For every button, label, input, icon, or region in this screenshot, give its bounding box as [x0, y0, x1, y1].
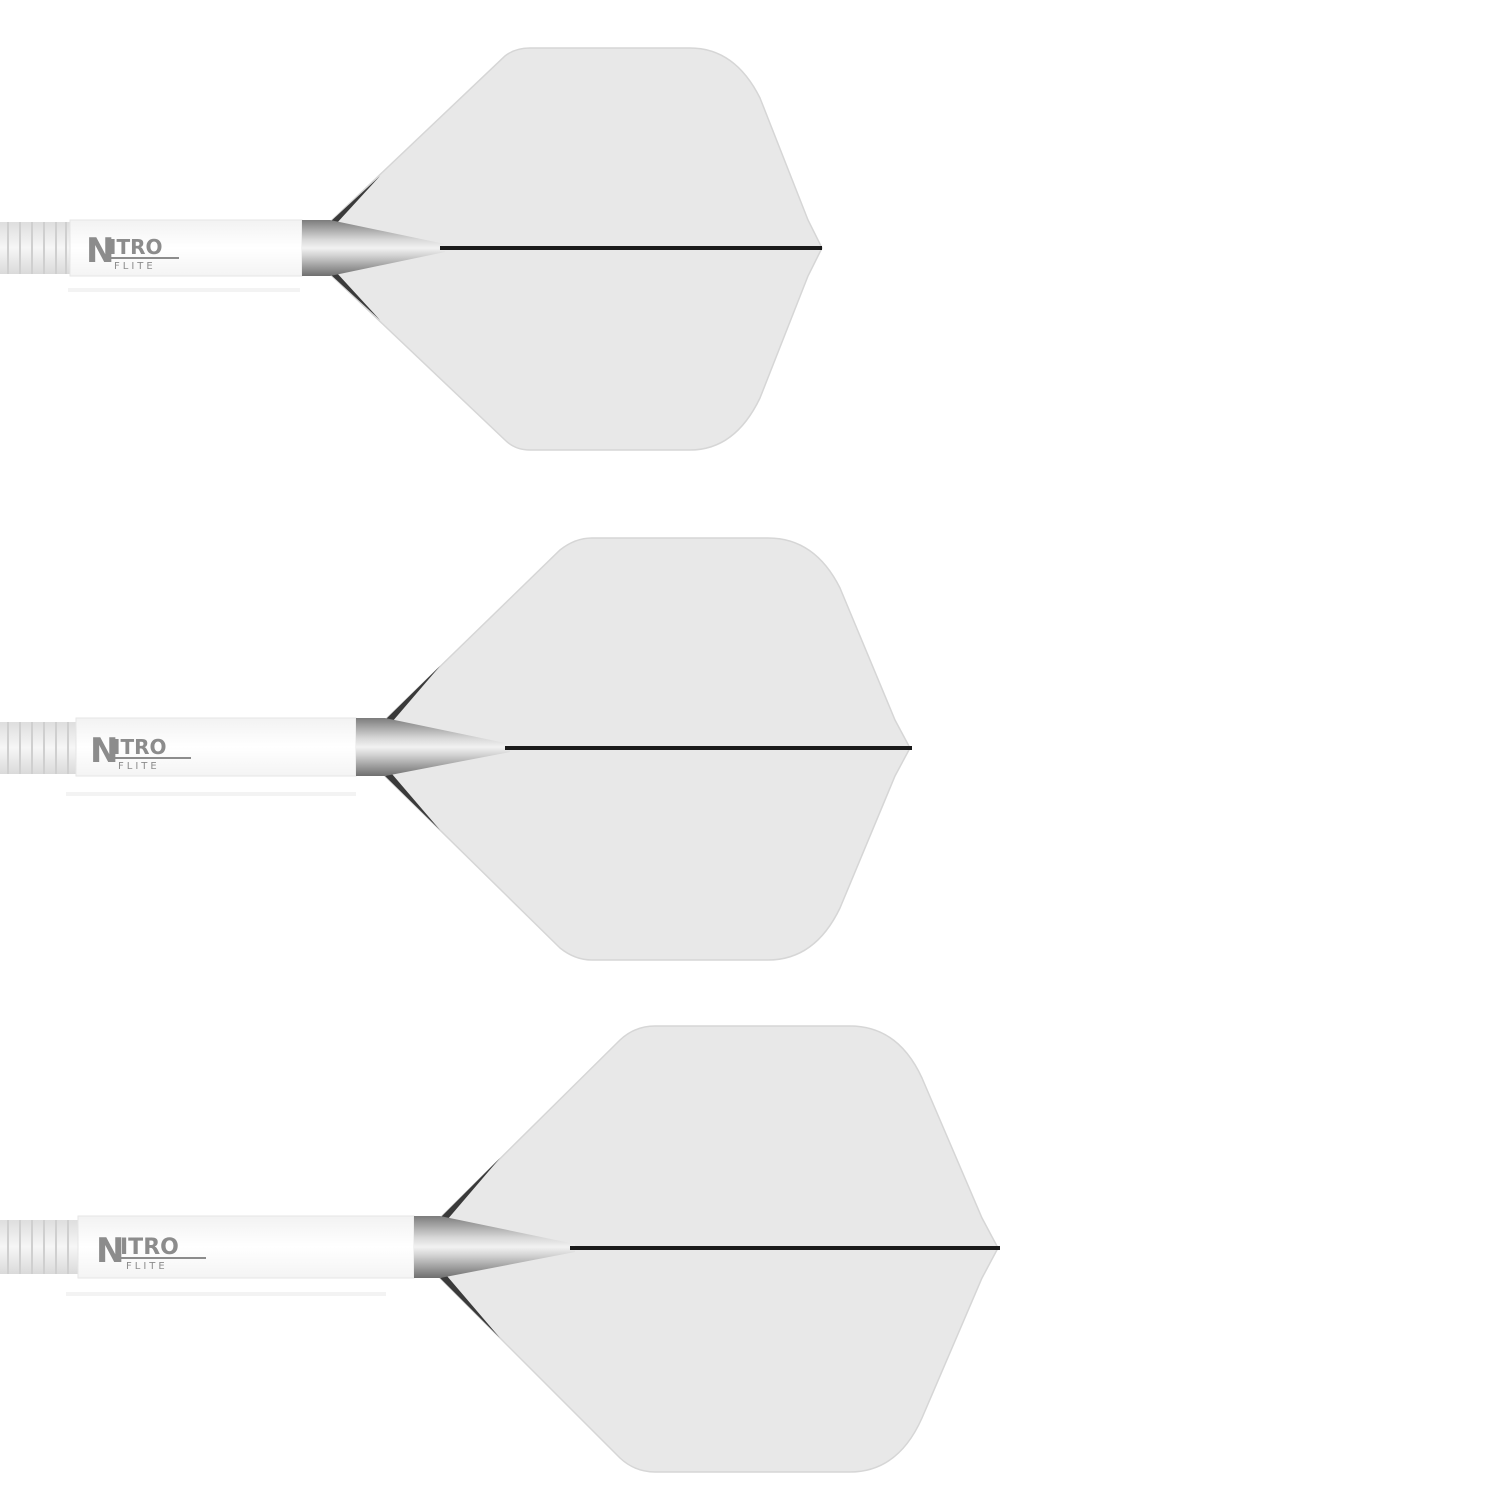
- brand-logo: N ITRO FLITE: [96, 1231, 206, 1272]
- stem-shadow: [68, 288, 300, 292]
- logo-itro: ITRO: [120, 1235, 179, 1260]
- logo-sub: FLITE: [114, 261, 156, 272]
- stem-thread: [0, 722, 78, 774]
- flight-shadow-edge: [440, 1158, 500, 1338]
- stem-body: [77, 1215, 415, 1279]
- brand-logo: N ITRO FLITE: [90, 731, 191, 772]
- logo-n-letter: N: [96, 1231, 124, 1271]
- logo-underline: [113, 757, 191, 759]
- logo-itro: ITRO: [109, 235, 163, 259]
- dart-medium: N ITRO FLITE: [0, 537, 912, 961]
- stem-thread: [0, 222, 72, 274]
- logo-itro: ITRO: [113, 735, 167, 759]
- stem-shadow: [66, 792, 356, 796]
- logo-underline: [109, 257, 179, 259]
- flight-shadow-edge: [330, 176, 380, 320]
- brand-logo: N ITRO FLITE: [86, 231, 179, 272]
- dart-long: N ITRO FLITE: [0, 1025, 1000, 1473]
- logo-underline: [120, 1257, 206, 1259]
- flight-shadow-edge: [385, 666, 440, 830]
- stem-cone: [302, 220, 445, 276]
- stem-shadow: [66, 1292, 386, 1296]
- dart-short: N ITRO FLITE: [0, 47, 823, 451]
- logo-n-letter: N: [86, 231, 114, 271]
- logo-sub: FLITE: [126, 1261, 168, 1272]
- thread-ridges: [7, 1220, 69, 1274]
- stem-body: [75, 717, 357, 777]
- logo-sub: FLITE: [118, 761, 160, 772]
- stem-cone: [356, 718, 510, 776]
- thread-ridges: [7, 722, 69, 774]
- stem-cone: [414, 1216, 575, 1278]
- stem-body: [69, 219, 303, 277]
- thread-ridges: [7, 222, 67, 274]
- stem-thread: [0, 1220, 80, 1274]
- logo-n-letter: N: [90, 731, 118, 771]
